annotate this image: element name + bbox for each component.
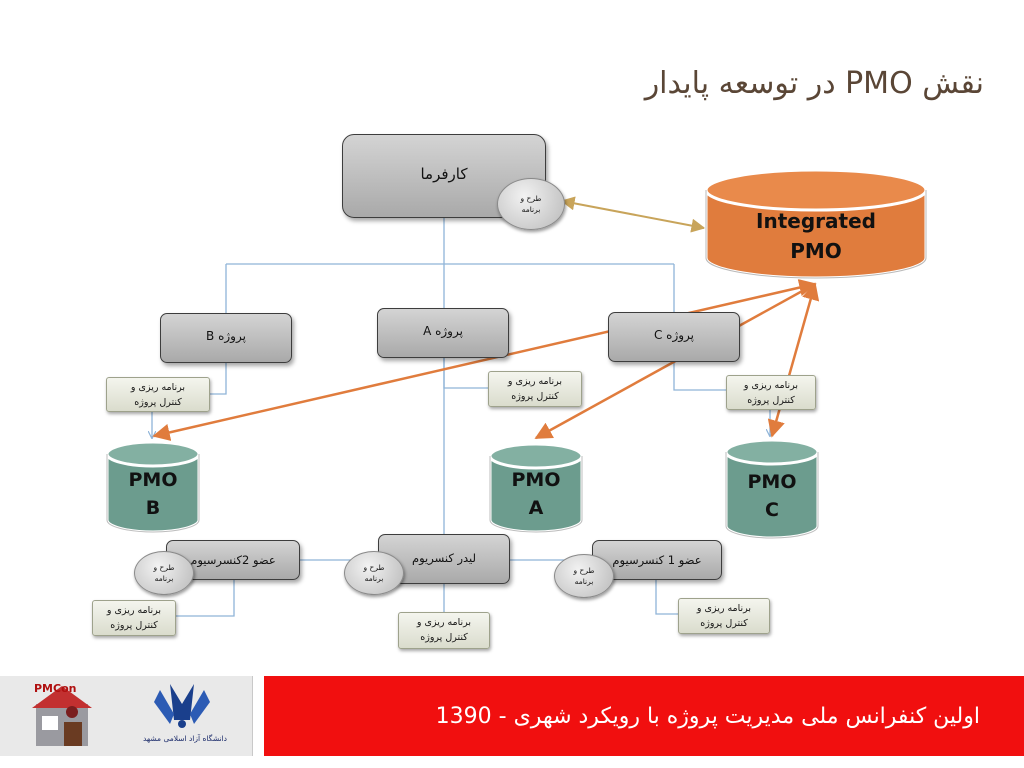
project-b-box: پروژه B <box>160 313 292 363</box>
plan-bubble-employer: طرح و برنامه <box>497 178 565 230</box>
planning-note-c: برنامه ریزی و کنترل پروژه <box>726 375 816 410</box>
employer-pmo-arrow <box>560 196 706 233</box>
integrated-pmo-cylinder <box>704 168 928 280</box>
university-emblem-icon <box>154 684 210 728</box>
pmo-a-line1: PMO <box>511 469 561 491</box>
note-line2: کنترل پروژه <box>134 397 182 408</box>
note-line1: برنامه ریزی و <box>416 617 472 628</box>
pmo-c-line2: C <box>765 499 779 521</box>
plan-bubble-member2: طرح و برنامه <box>134 551 194 595</box>
consortium-member2-label: عضو 2کنسرسیوم <box>190 553 276 567</box>
pmo-b-line2: B <box>145 497 161 519</box>
note-line2: کنترل پروژه <box>511 391 559 402</box>
integrated-pmo-line2: PMO <box>790 239 842 263</box>
project-a-label: پروژه A <box>423 324 463 338</box>
pmo-b-line1: PMO <box>128 469 178 491</box>
note-line1: برنامه ریزی و <box>743 380 799 391</box>
diagram-canvas <box>105 168 928 617</box>
note-line1: برنامه ریزی و <box>507 376 563 387</box>
plan-bubble-leader: طرح و برنامه <box>344 551 404 595</box>
university-logo-text: دانشگاه آزاد اسلامی مشهد <box>142 734 228 743</box>
note-line2: کنترل پروژه <box>110 620 158 631</box>
plan-bubble-text: طرح و برنامه <box>520 194 542 214</box>
planning-note-b: برنامه ریزی و کنترل پروژه <box>106 377 210 412</box>
puzzle-house-icon <box>32 686 92 746</box>
plan-bubble-text: طرح و برنامه <box>573 566 595 586</box>
note-line1: برنامه ریزی و <box>106 605 162 616</box>
planning-note-member2: برنامه ریزی و کنترل پروژه <box>92 600 176 636</box>
note-line1: برنامه ریزی و <box>130 382 186 393</box>
project-a-box: پروژه A <box>377 308 509 358</box>
integrated-pmo-line1: Integrated <box>756 209 876 233</box>
note-line1: برنامه ریزی و <box>696 603 752 614</box>
project-c-label: پروژه C <box>653 328 695 342</box>
note-line2: کنترل پروژه <box>700 618 748 629</box>
pmo-c-label: PMO C <box>726 468 818 524</box>
planning-note-member1: برنامه ریزی و کنترل پروژه <box>678 598 770 634</box>
university-logo: دانشگاه آزاد اسلامی مشهد <box>130 680 240 752</box>
pmo-a-line2: A <box>528 497 544 519</box>
pmo-c-line1: PMO <box>747 471 797 493</box>
planning-note-a: برنامه ریزی و کنترل پروژه <box>488 371 582 407</box>
pmcon-logo-text: PMCon <box>34 682 77 695</box>
plan-bubble-member1: طرح و برنامه <box>554 554 614 598</box>
conference-banner: اولین کنفرانس ملی مدیریت پروژه با رویکرد… <box>264 676 1024 756</box>
pmo-b-cylinder <box>105 440 201 534</box>
conference-title: اولین کنفرانس ملی مدیریت پروژه با رویکرد… <box>435 703 980 729</box>
integrated-pmo-label: Integrated PMO <box>706 206 926 266</box>
note-line2: کنترل پروژه <box>747 395 795 406</box>
pmo-a-label: PMO A <box>490 466 582 522</box>
planning-note-leader: برنامه ریزی و کنترل پروژه <box>398 612 490 649</box>
pmo-b-label: PMO B <box>107 466 199 522</box>
consortium-leader-label: لیدر کنسریوم <box>411 551 477 565</box>
slide-title: نقش PMO در توسعه پایدار <box>644 66 984 101</box>
plan-bubble-text: طرح و برنامه <box>153 563 175 583</box>
pmcon-logo: PMCon <box>28 682 100 752</box>
note-line2: کنترل پروژه <box>420 632 468 643</box>
project-c-box: پروژه C <box>608 312 740 362</box>
pmo-a-cylinder <box>488 442 584 534</box>
pmo-c-cylinder <box>724 438 820 540</box>
employer-label: کارفرما <box>420 165 468 183</box>
project-b-label: پروژه B <box>206 329 246 343</box>
consortium-member1-label: عضو 1 کنسرسیوم <box>612 553 702 567</box>
footer-logos: PMCon دانشگاه آزاد اسلامی مشهد <box>0 676 253 756</box>
plan-bubble-text: طرح و برنامه <box>363 563 385 583</box>
